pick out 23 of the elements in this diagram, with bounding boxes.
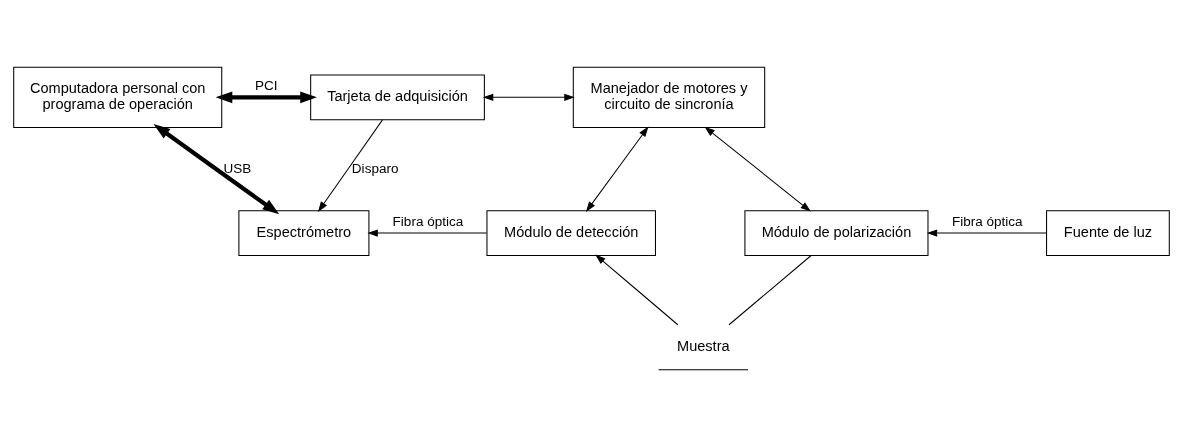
node-box: Tarjeta de adquisición (310, 74, 485, 121)
edge-label: Fibra óptica (951, 214, 1023, 230)
node-box: Módulo de detección (486, 210, 656, 256)
node-box: Manejador de motores y circuito de sincronía (572, 66, 766, 128)
node-box: Módulo de polarización (744, 210, 929, 256)
edge-label: Fibra óptica (392, 214, 464, 230)
arrow (704, 126, 811, 212)
arrow (318, 119, 383, 212)
connector (728, 255, 812, 326)
arrow (153, 124, 280, 215)
edge-label: Disparo (351, 160, 399, 176)
node-box: Espectrómetro (238, 210, 370, 256)
arrow (215, 91, 317, 104)
arrow (367, 229, 488, 237)
node-box: Fuente de luz (1046, 210, 1170, 256)
arrow (926, 229, 1047, 237)
node-text: Muestra (677, 338, 730, 355)
edge-label: PCI (254, 78, 278, 94)
arrow (482, 93, 575, 101)
node-box: Computadora personal con programa de operación (13, 66, 223, 128)
arrow (595, 254, 679, 326)
edge-label: USB (223, 160, 252, 176)
arrow (585, 126, 649, 212)
